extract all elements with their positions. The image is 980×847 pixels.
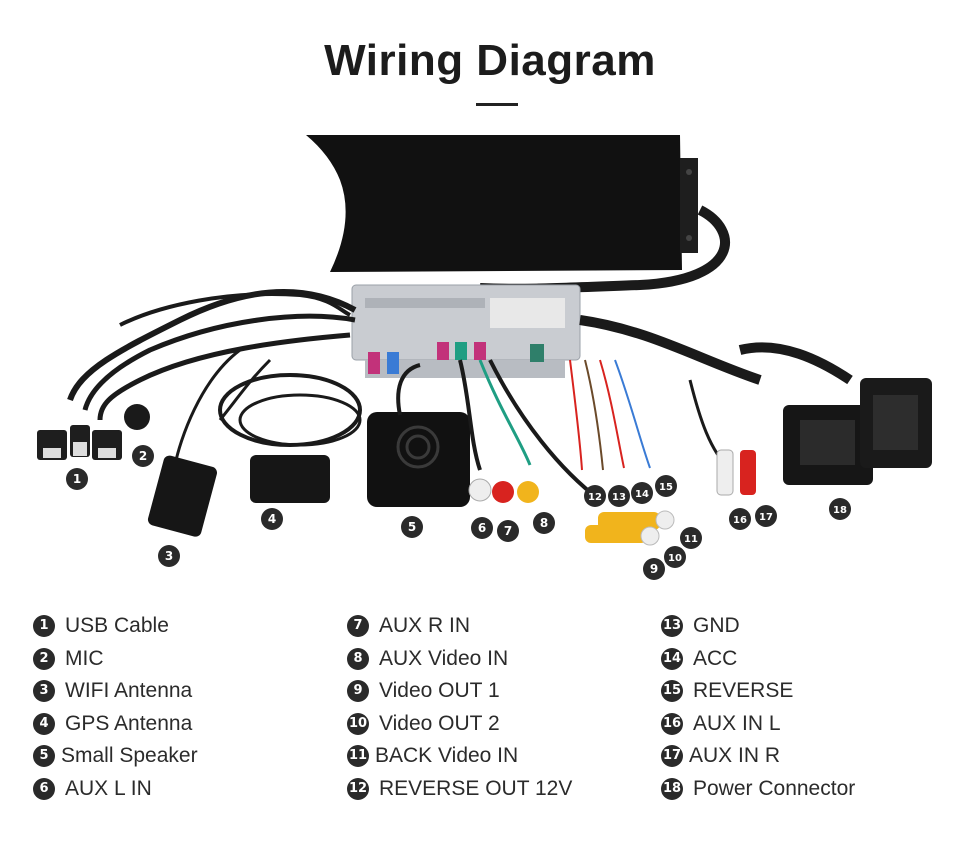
rca-connectors-video (585, 510, 675, 546)
legend-number: 10 (347, 712, 369, 735)
legend: 1 USB Cable 2 MIC 3 WIFI Antenna 4 GPS Anten… (0, 610, 980, 810)
legend-item: 17 AUX IN R (661, 740, 855, 773)
legend-number: 9 (347, 680, 369, 703)
legend-label: Small Speaker (61, 744, 198, 768)
legend-item: 7 AUX R IN (347, 610, 572, 643)
legend-label: AUX L IN (65, 776, 152, 800)
legend-item: 16 AUX IN L (661, 708, 855, 741)
callout-15: 15 (659, 482, 673, 493)
callout-17: 17 (759, 512, 773, 523)
callout-6: 6 (478, 521, 486, 535)
legend-label: GPS Antenna (65, 711, 193, 735)
title-underline (476, 103, 518, 106)
legend-label: ACC (693, 646, 738, 670)
legend-item: 3 WIFI Antenna (33, 675, 198, 708)
legend-label: AUX Video IN (379, 646, 509, 670)
callout-4: 4 (268, 512, 276, 526)
legend-label: AUX R IN (379, 614, 471, 638)
rca-connectors-aux (468, 478, 539, 503)
callout-11: 11 (684, 534, 698, 545)
callout-18: 18 (833, 505, 847, 516)
legend-item: 9 Video OUT 1 (347, 675, 572, 708)
power-connector (783, 378, 932, 485)
legend-number: 18 (661, 777, 683, 800)
legend-item: 8 AUX Video IN (347, 643, 572, 676)
callout-3: 3 (165, 549, 173, 563)
callout-14: 14 (635, 489, 649, 500)
legend-label: USB Cable (65, 614, 169, 638)
callout-16: 16 (733, 515, 747, 526)
callout-5: 5 (408, 520, 416, 534)
legend-label: MIC (65, 646, 104, 670)
callout-13: 13 (612, 492, 626, 503)
callout-9: 9 (650, 562, 658, 576)
legend-item: 13 GND (661, 610, 855, 643)
legend-item: 15 REVERSE (661, 675, 855, 708)
page-title: Wiring Diagram (324, 36, 656, 85)
gps-antenna (218, 373, 362, 503)
legend-item: 1 USB Cable (33, 610, 198, 643)
callout-7: 7 (504, 524, 512, 538)
legend-number: 13 (661, 615, 683, 638)
legend-label: REVERSE (693, 679, 794, 703)
legend-item: 4 GPS Antenna (33, 708, 198, 741)
callout-markers (66, 445, 851, 580)
legend-item: 2 MIC (33, 643, 198, 676)
rca-connectors-aux-in (716, 449, 756, 496)
legend-column-3: 13 GND 14 ACC 15 REVERSE 16 AUX IN L 17 AUX I… (661, 610, 855, 805)
legend-item: 10 Video OUT 2 (347, 708, 572, 741)
legend-label: BACK Video IN (375, 744, 519, 768)
legend-item: 6 AUX L IN (33, 773, 198, 806)
legend-item: 12 REVERSE OUT 12V (347, 773, 572, 806)
legend-number: 3 (33, 680, 55, 703)
legend-number: 14 (661, 647, 683, 670)
legend-number: 2 (33, 647, 55, 670)
legend-label: Power Connector (693, 776, 856, 800)
legend-label: AUX IN L (693, 711, 781, 735)
legend-number: 6 (33, 777, 55, 800)
callout-2: 2 (139, 449, 147, 463)
mic (124, 404, 150, 430)
interface-module (351, 284, 581, 378)
legend-number: 7 (347, 615, 369, 638)
legend-number: 15 (661, 680, 683, 703)
legend-label: REVERSE OUT 12V (379, 776, 573, 800)
legend-label: Video OUT 1 (379, 679, 500, 703)
legend-number: 8 (347, 647, 369, 670)
legend-number: 1 (33, 615, 55, 638)
legend-number: 17 (661, 745, 683, 768)
wifi-antenna (147, 455, 218, 537)
legend-item: 14 ACC (661, 643, 855, 676)
legend-number: 16 (661, 712, 683, 735)
legend-column-2: 7 AUX R IN 8 AUX Video IN 9 Video OUT 1 10 V… (347, 610, 572, 805)
wiring-diagram-image: 1 2 3 4 5 6 7 8 9 10 11 12 13 14 15 16 1… (0, 120, 980, 590)
callout-8: 8 (540, 516, 548, 530)
legend-label: Video OUT 2 (379, 711, 500, 735)
small-speaker (367, 412, 470, 507)
usb-cable (37, 425, 122, 460)
legend-number: 11 (347, 745, 369, 768)
display-screen (306, 135, 698, 272)
legend-item: 11 BACK Video IN (347, 740, 572, 773)
legend-label: AUX IN R (689, 744, 781, 768)
callout-1: 1 (73, 472, 81, 486)
legend-column-1: 1 USB Cable 2 MIC 3 WIFI Antenna 4 GPS Anten… (33, 610, 198, 805)
legend-label: GND (693, 614, 740, 638)
callout-10: 10 (668, 553, 682, 564)
legend-item: 5 Small Speaker (33, 740, 198, 773)
legend-item: 18 Power Connector (661, 773, 855, 806)
callout-12: 12 (588, 492, 602, 503)
legend-label: WIFI Antenna (65, 679, 193, 703)
legend-number: 12 (347, 777, 369, 800)
legend-number: 4 (33, 712, 55, 735)
legend-number: 5 (33, 745, 55, 768)
